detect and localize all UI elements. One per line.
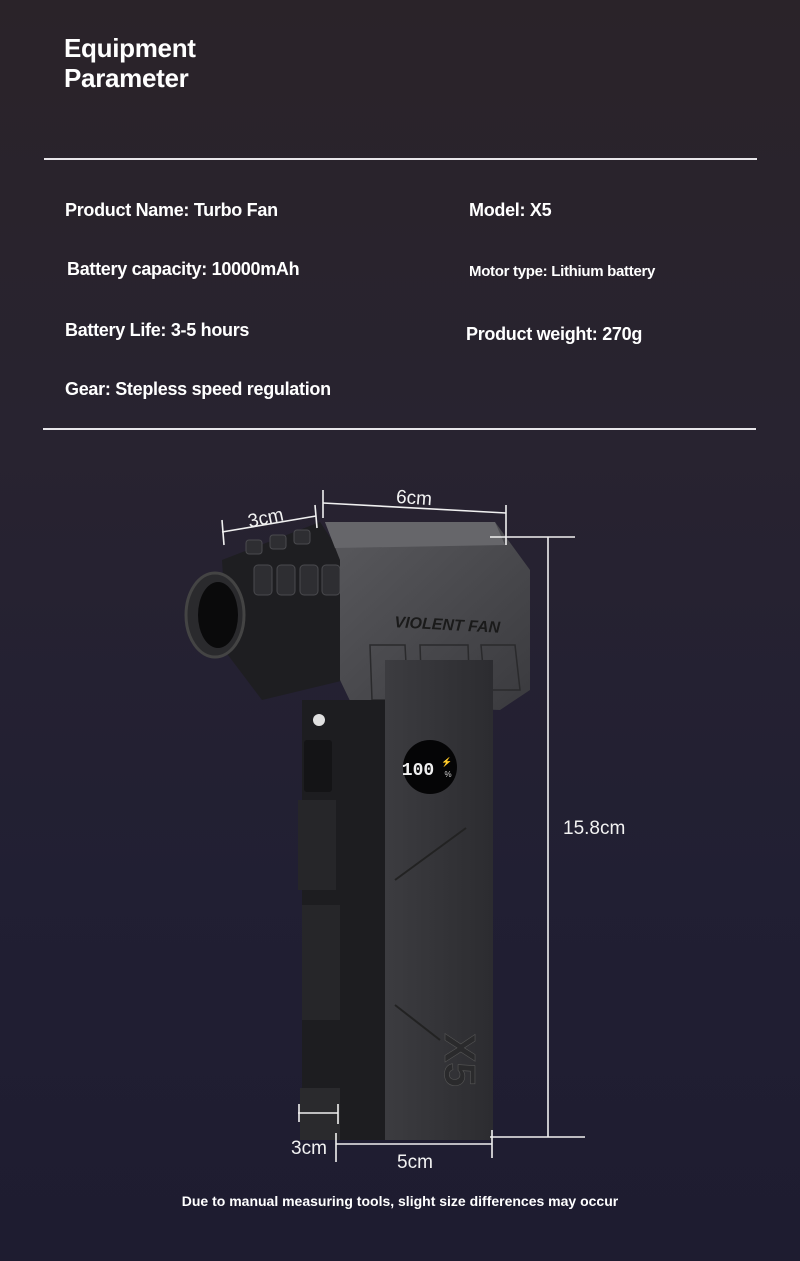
battery-display (403, 740, 457, 794)
dim-head-width: 6cm (395, 486, 433, 511)
dim-base-width: 5cm (397, 1152, 433, 1173)
spec-model: Model: X5 (469, 200, 552, 220)
dimension-lines (221, 490, 585, 1162)
dim-height: 15.8cm (563, 818, 626, 839)
title-line-2: Parameter (64, 63, 189, 93)
title-line-1: Equipment (64, 33, 196, 63)
spec-battery-life: Battery Life: 3-5 hours (65, 320, 250, 340)
brand-text: VIOLENT FAN (394, 614, 501, 637)
page-title: Equipment Parameter (64, 33, 196, 93)
divider-top (44, 158, 757, 160)
spec-motor-type: Motor type: Lithium battery (469, 263, 656, 280)
measurement-footnote: Due to manual measuring tools, slight si… (181, 1193, 619, 1209)
spec-product-weight: Product weight: 270g (466, 324, 643, 344)
display-unit: % (444, 770, 451, 779)
grip-right (385, 660, 493, 1140)
charging-bolt-icon: ⚡ (441, 756, 452, 768)
divider-bottom (43, 428, 756, 430)
spec-battery-capacity: Battery capacity: 10000mAh (67, 259, 300, 279)
indicator-light (313, 714, 325, 726)
spec-product-name: Product Name: Turbo Fan (65, 200, 278, 220)
trigger-button (304, 740, 332, 792)
model-mark: X5 (435, 1033, 484, 1087)
spec-gear: Gear: Stepless speed regulation (65, 379, 331, 399)
dim-base-depth: 3cm (291, 1138, 327, 1159)
display-value: 100 (402, 761, 434, 781)
